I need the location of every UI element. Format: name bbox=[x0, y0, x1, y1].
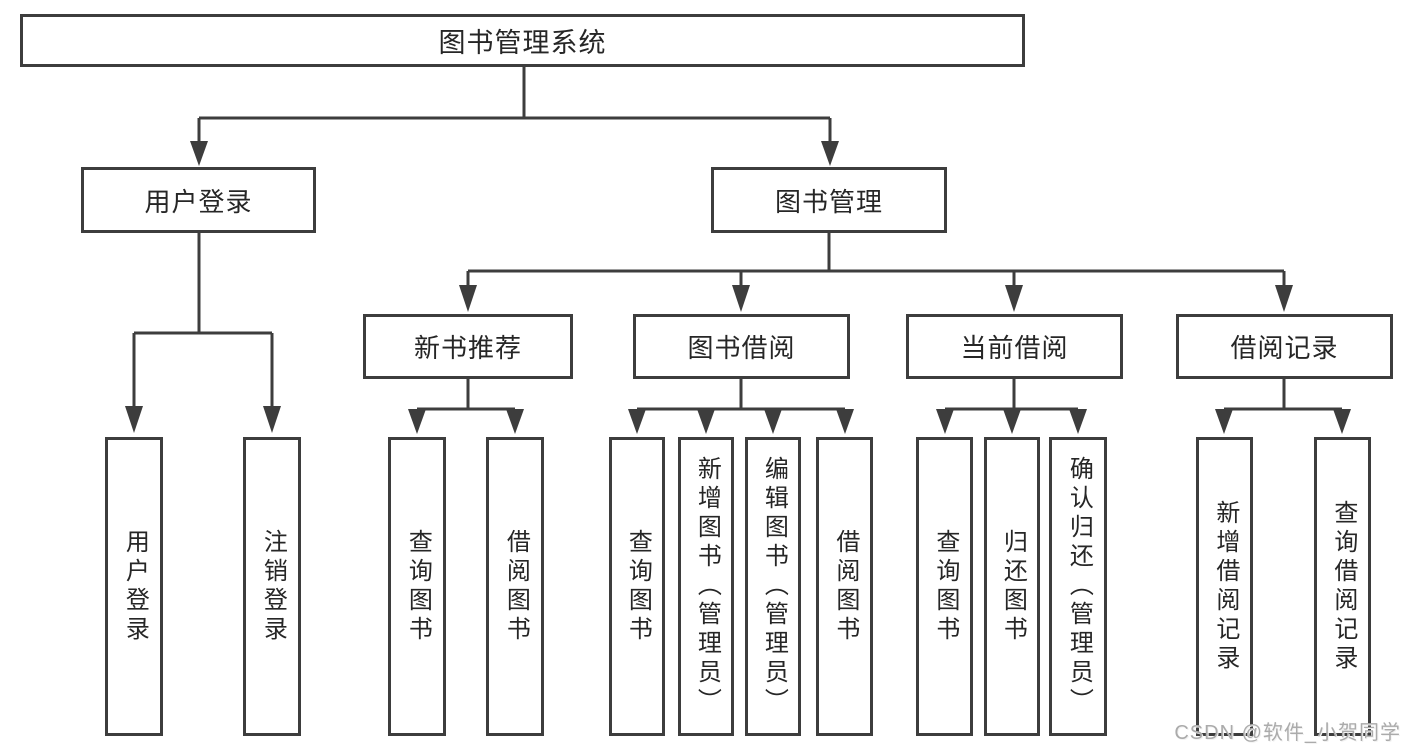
node-user-login: 用户登录 bbox=[81, 167, 316, 233]
csdn-watermark: CSDN @软件_小贺同学 bbox=[1174, 722, 1401, 744]
leaf-user-login-label: 用户登录 bbox=[121, 528, 149, 645]
leaf-logout-label: 注销登录 bbox=[259, 528, 287, 645]
leaf-add-borrow-record-label: 新增借阅记录 bbox=[1211, 499, 1239, 674]
node-book-management-label: 图书管理 bbox=[774, 186, 883, 217]
leaf-query-books-current-label: 查询图书 bbox=[931, 528, 959, 645]
node-current-borrow: 当前借阅 bbox=[906, 314, 1123, 379]
leaf-logout: 注销登录 bbox=[243, 437, 301, 736]
leaf-query-books-recommend-label: 查询图书 bbox=[404, 528, 432, 645]
node-book-borrow: 图书借阅 bbox=[633, 314, 850, 379]
node-root-label: 图书管理系统 bbox=[438, 28, 607, 58]
node-root: 图书管理系统 bbox=[20, 14, 1025, 67]
leaf-borrow-books: 借阅图书 bbox=[816, 437, 873, 736]
leaf-edit-book-admin-label: 编辑图书（管理员） bbox=[760, 456, 788, 717]
leaf-query-books-recommend: 查询图书 bbox=[388, 437, 446, 736]
leaf-query-books-borrow-label: 查询图书 bbox=[624, 528, 652, 645]
node-book-management: 图书管理 bbox=[711, 167, 947, 233]
node-book-borrow-label: 图书借阅 bbox=[687, 333, 796, 363]
leaf-borrow-books-label: 借阅图书 bbox=[831, 528, 859, 645]
node-current-borrow-label: 当前借阅 bbox=[960, 333, 1069, 363]
leaf-query-books-current: 查询图书 bbox=[916, 437, 973, 736]
leaf-confirm-return-admin-label: 确认归还（管理员） bbox=[1065, 456, 1093, 717]
leaf-query-books-borrow: 查询图书 bbox=[609, 437, 665, 736]
node-new-book-recommend-label: 新书推荐 bbox=[413, 333, 522, 363]
node-user-login-label: 用户登录 bbox=[144, 186, 253, 217]
leaf-return-books-label: 归还图书 bbox=[999, 528, 1027, 645]
node-borrow-records: 借阅记录 bbox=[1176, 314, 1393, 379]
leaf-add-book-admin-label: 新增图书（管理员） bbox=[693, 456, 721, 717]
node-new-book-recommend: 新书推荐 bbox=[363, 314, 573, 379]
leaf-query-borrow-record: 查询借阅记录 bbox=[1314, 437, 1371, 736]
leaf-add-borrow-record: 新增借阅记录 bbox=[1196, 437, 1253, 736]
leaf-query-borrow-record-label: 查询借阅记录 bbox=[1329, 499, 1357, 674]
node-borrow-records-label: 借阅记录 bbox=[1230, 333, 1339, 363]
leaf-confirm-return-admin: 确认归还（管理员） bbox=[1049, 437, 1107, 736]
leaf-return-books: 归还图书 bbox=[984, 437, 1040, 736]
leaf-borrow-books-recommend-label: 借阅图书 bbox=[502, 528, 530, 645]
leaf-add-book-admin: 新增图书（管理员） bbox=[678, 437, 734, 736]
leaf-borrow-books-recommend: 借阅图书 bbox=[486, 437, 544, 736]
leaf-edit-book-admin: 编辑图书（管理员） bbox=[745, 437, 801, 736]
leaf-user-login: 用户登录 bbox=[105, 437, 163, 736]
